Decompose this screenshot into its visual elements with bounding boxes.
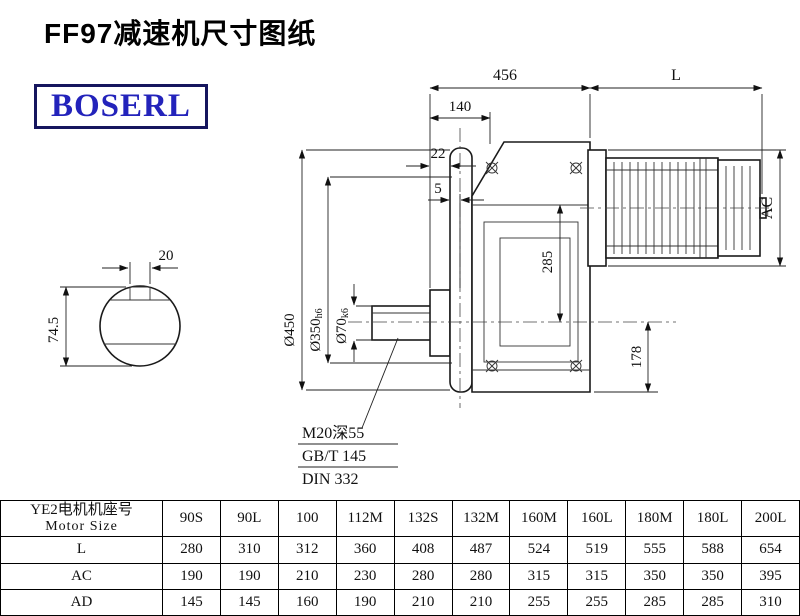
table-cell: 280 xyxy=(451,562,511,590)
dim-od450: Ø450 xyxy=(282,313,298,346)
row-label-AC: AC xyxy=(0,562,163,590)
table-cell: 230 xyxy=(335,562,395,590)
column-header: 90S xyxy=(162,499,221,538)
dim-178: 178 xyxy=(629,346,645,369)
row-label-L: L xyxy=(0,536,163,564)
column-header: 180M xyxy=(625,499,685,538)
table-row-AC: AC 190 190 210 230 280 280 315 315 350 3… xyxy=(0,562,800,590)
table-cell: 190 xyxy=(162,562,221,590)
table-cell: 519 xyxy=(567,536,627,564)
motor-dimension-table: YE2电机机座号 Motor Size 90S 90L 100 112M 132… xyxy=(0,499,800,616)
technical-drawing: 20 74.5 xyxy=(46,67,786,488)
header-motor-size-en: Motor Size xyxy=(45,519,118,535)
dim-key-height: 74.5 xyxy=(46,317,62,343)
gearbox-view xyxy=(371,141,591,393)
table-cell: 160 xyxy=(277,588,337,616)
table-cell: 487 xyxy=(451,536,511,564)
table-cell: 210 xyxy=(277,562,337,590)
header-motor-size-cn: YE2电机机座号 xyxy=(30,502,133,519)
column-header: 200L xyxy=(741,499,800,538)
bolt-symbol xyxy=(485,161,583,373)
column-header: 112M xyxy=(335,499,395,538)
column-header: 160M xyxy=(509,499,569,538)
table-cell: 310 xyxy=(741,588,800,616)
table-cell: 255 xyxy=(509,588,569,616)
thread-notes: M20深55 GB/T 145 DIN 332 xyxy=(298,337,399,488)
dim-456: 456 xyxy=(493,67,517,84)
table-cell: 524 xyxy=(509,536,569,564)
table-cell: 654 xyxy=(741,536,800,564)
table-cell: 285 xyxy=(625,588,685,616)
table-cell: 255 xyxy=(567,588,627,616)
column-header: 90L xyxy=(219,499,279,538)
table-row-L: L 280 310 312 360 408 487 524 519 555 58… xyxy=(0,536,800,564)
column-header: 132M xyxy=(451,499,511,538)
shaft-section-view: 20 74.5 xyxy=(46,248,181,367)
table-cell: 315 xyxy=(509,562,569,590)
table-cell: 285 xyxy=(683,588,743,616)
dim-keyway-width: 20 xyxy=(159,248,174,264)
table-cell: 210 xyxy=(451,588,511,616)
note-din: DIN 332 xyxy=(302,471,358,488)
table-cell: 395 xyxy=(741,562,800,590)
table-cell: 350 xyxy=(683,562,743,590)
row-label-AD: AD xyxy=(0,588,163,616)
boserl-logo: BOSERL xyxy=(34,84,208,129)
table-cell: 145 xyxy=(162,588,221,616)
table-cell: 360 xyxy=(335,536,395,564)
dim-od70: Ø70k6 xyxy=(334,308,351,344)
column-header: 180L xyxy=(683,499,743,538)
note-gbt: GB/T 145 xyxy=(302,448,366,465)
dim-od350: Ø350h6 xyxy=(308,308,325,351)
table-cell: 408 xyxy=(393,536,453,564)
dim-140: 140 xyxy=(449,99,472,115)
page-title: FF97减速机尺寸图纸 xyxy=(44,18,317,49)
column-header: 132S xyxy=(393,499,453,538)
dim-22: 22 xyxy=(431,146,446,162)
boserl-logo-text: BOSERL xyxy=(51,88,191,124)
table-cell: 310 xyxy=(219,536,279,564)
table-cell: 555 xyxy=(625,536,685,564)
table-row-AD: AD 145 145 160 190 210 210 255 255 285 2… xyxy=(0,588,800,616)
gear-housing xyxy=(471,141,591,393)
table-cell: 280 xyxy=(393,562,453,590)
mounting-flange xyxy=(449,147,473,393)
note-tap: M20深55 xyxy=(302,424,364,442)
dimensions: 456 L 140 22 5 285 178 AC Ø450 xyxy=(282,67,786,393)
dim-285: 285 xyxy=(540,251,556,274)
table-cell: 280 xyxy=(162,536,221,564)
table-cell: 145 xyxy=(219,588,279,616)
header-motor-size: YE2电机机座号 Motor Size xyxy=(0,499,163,538)
column-header: 100 xyxy=(277,499,337,538)
table-cell: 190 xyxy=(335,588,395,616)
table-header-row: YE2电机机座号 Motor Size 90S 90L 100 112M 132… xyxy=(0,499,800,538)
centerlines xyxy=(348,128,772,408)
shaft-hub xyxy=(429,289,451,357)
table-cell: 312 xyxy=(277,536,337,564)
table-cell: 210 xyxy=(393,588,453,616)
motor-fins xyxy=(613,162,695,254)
dim-L: L xyxy=(671,67,681,84)
dim-AC: AC xyxy=(759,197,776,219)
table-cell: 588 xyxy=(683,536,743,564)
shaft-section-circle xyxy=(99,285,181,367)
table-cell: 350 xyxy=(625,562,685,590)
table-cell: 315 xyxy=(567,562,627,590)
table-cell: 190 xyxy=(219,562,279,590)
dim-5: 5 xyxy=(434,181,442,197)
column-header: 160L xyxy=(567,499,627,538)
